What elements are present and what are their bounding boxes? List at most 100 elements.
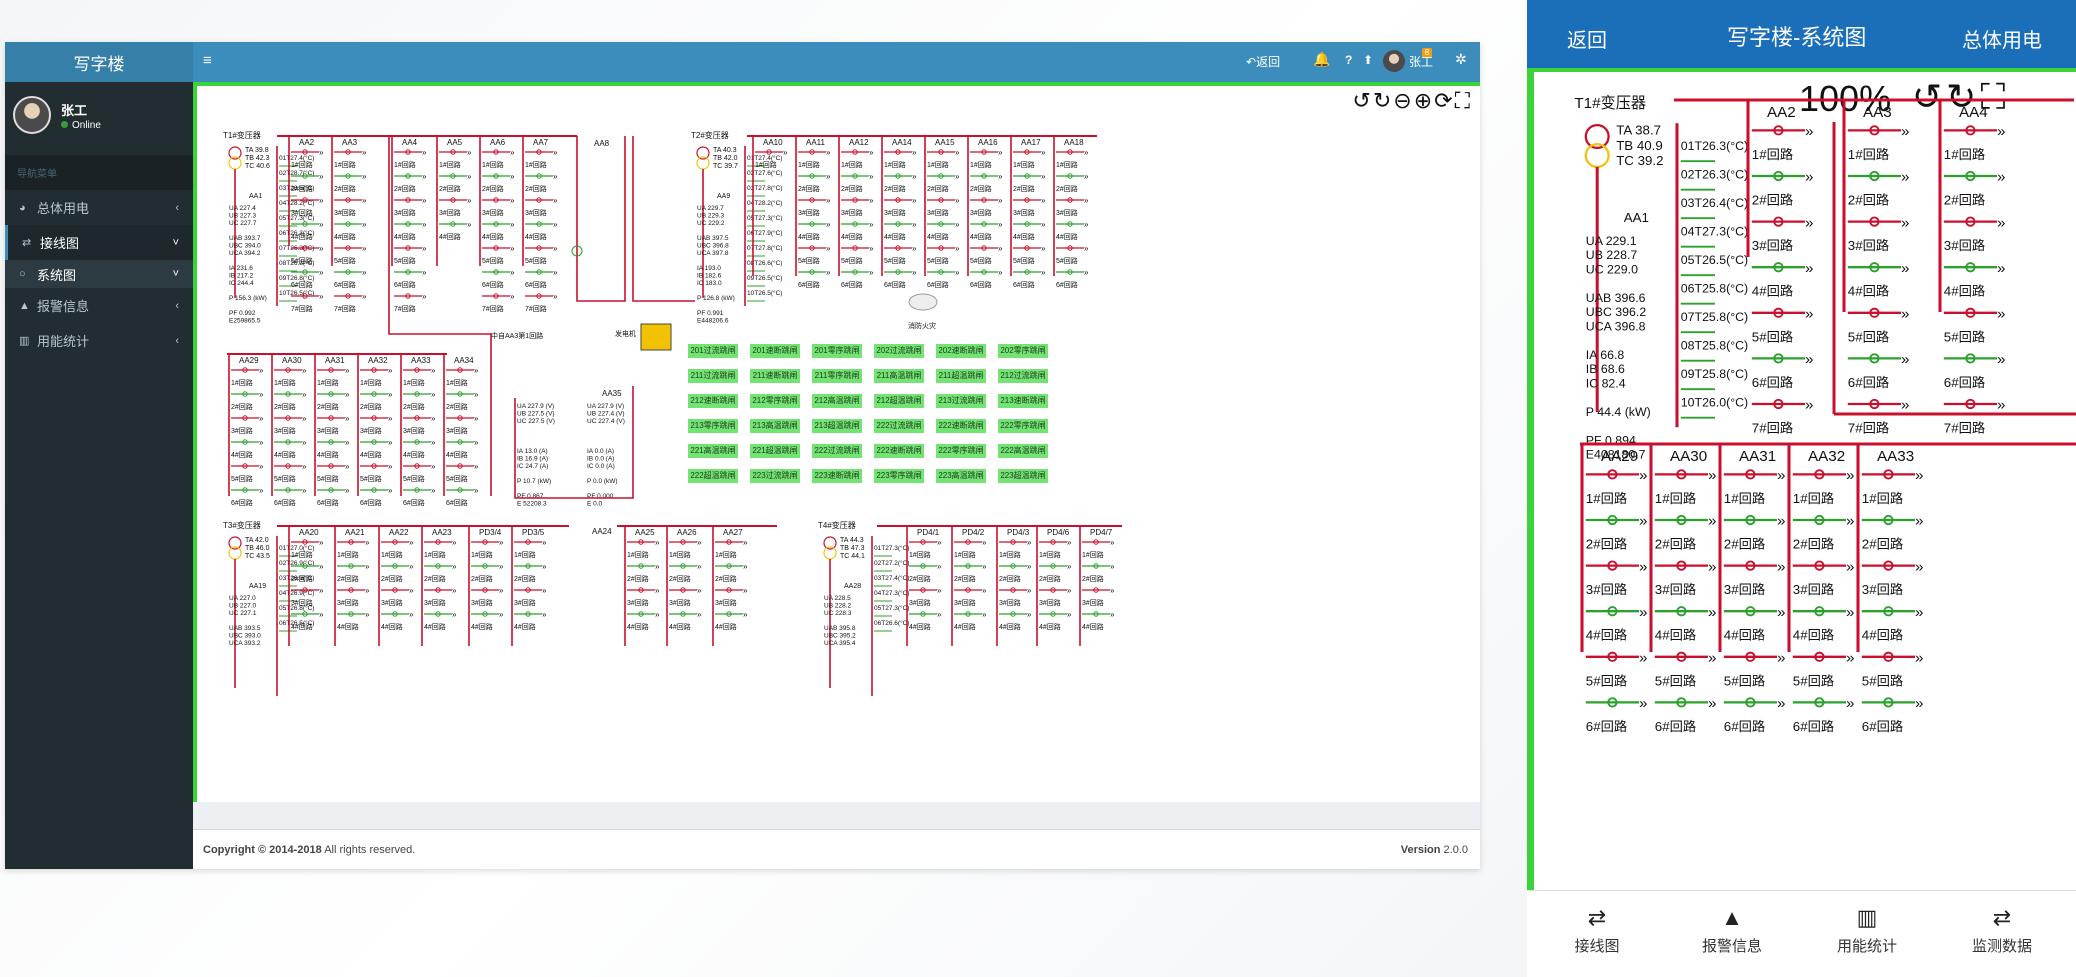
circuit-label: 3#回路 (274, 426, 296, 435)
arrow-icon: » (1901, 169, 1909, 186)
switch-node (405, 197, 411, 203)
circuit-label: 1#回路 (1039, 550, 1061, 559)
circuit-label: 2#回路 (1793, 537, 1834, 552)
breaker-status[interactable]: 202过流跳闸 (874, 344, 924, 358)
breaker-status[interactable]: 212过流跳闸 (998, 369, 1048, 383)
switch-node (1024, 149, 1030, 155)
breaker-status[interactable]: 211速断跳闸 (750, 369, 800, 383)
circuit-label: 2#回路 (1944, 193, 1985, 208)
circuit-label: 1#回路 (360, 378, 382, 387)
circuit-label: 4#回路 (1586, 628, 1627, 643)
sidebar-item-wiring[interactable]: ⇄ 接线图 ˅ (5, 225, 193, 260)
breaker-status[interactable]: 222过流跳闸 (812, 444, 862, 458)
menu-toggle-icon[interactable]: ≡ (203, 52, 212, 69)
fit-screen-icon[interactable]: ⛶ (1454, 88, 1472, 113)
breaker-status[interactable]: 221高温跳闸 (688, 444, 738, 458)
rotate-left-icon[interactable]: ↺ (1352, 88, 1373, 113)
measurement: UBC 396.8 (697, 243, 729, 250)
arrow-icon: » (1997, 214, 2005, 231)
sidebar-item-system[interactable]: ○ 系统图 ˅ (5, 260, 193, 288)
arrow-icon: » (474, 414, 479, 423)
arrow-icon: » (1041, 268, 1046, 277)
breaker-status[interactable]: 223零序跳闸 (874, 469, 924, 483)
breaker-status[interactable]: 202速断跳闸 (936, 344, 986, 358)
breaker-status[interactable]: 201零序跳闸 (812, 344, 862, 358)
breaker-status[interactable]: 211超温跳闸 (936, 369, 986, 383)
breaker-status[interactable]: 222超温跳闸 (688, 469, 738, 483)
breaker-status[interactable]: 212速断跳闸 (688, 394, 738, 408)
mobile-overall-power-button[interactable]: 总体用电 (1962, 30, 2042, 52)
breaker-status[interactable]: 201过流跳闸 (688, 344, 738, 358)
breaker-status[interactable]: 222高温跳闸 (998, 444, 1048, 458)
switch-node (1093, 563, 1099, 569)
refresh-icon[interactable]: ⟳ (1434, 88, 1455, 113)
breaker-status[interactable]: 212超温跳闸 (874, 394, 924, 408)
breaker-status[interactable]: 222速断跳闸 (936, 419, 986, 433)
circuit-label: 4#回路 (424, 622, 446, 631)
switch-node (1814, 560, 1825, 571)
breaker-status[interactable]: 213超温跳闸 (812, 419, 862, 433)
breaker-status[interactable]: 221超温跳闸 (750, 444, 800, 458)
measurement: UB 228.2 (824, 603, 851, 610)
breaker-status[interactable]: 223高温跳闸 (936, 469, 986, 483)
gear-icon[interactable]: ✲ (1455, 51, 1467, 67)
rotate-right-icon[interactable]: ↻ (1946, 76, 1981, 117)
switch-node (938, 149, 944, 155)
arrow-icon: » (912, 148, 917, 157)
breaker-status[interactable]: 223速断跳闸 (812, 469, 862, 483)
breaker-status[interactable]: 222过流跳闸 (874, 419, 924, 433)
breaker-status[interactable]: 211高温跳闸 (874, 369, 924, 383)
switch-node (852, 173, 858, 179)
switch-node (345, 293, 351, 299)
rotate-left-icon[interactable]: ↺ (1912, 76, 1947, 117)
breaker-status[interactable]: 213高温跳闸 (750, 419, 800, 433)
switch-node (371, 391, 377, 397)
temp-a: TA 44.3 (840, 537, 864, 544)
temperature-reading: 06T26.5(°C) (279, 619, 314, 627)
measurement: UAB 393.7 (229, 235, 261, 242)
circuit-label: 1#回路 (482, 160, 504, 169)
sidebar-item-energy-stats[interactable]: ▥ 用能统计 ‹ (5, 323, 193, 358)
top-user-name[interactable]: 张工 (1409, 55, 1434, 69)
breaker-status[interactable]: 222速断跳闸 (874, 444, 924, 458)
zoom-out-icon[interactable]: ⊖ (1393, 88, 1414, 113)
sidebar-item-overall-power[interactable]: ◕ 总体用电 ‹ (5, 190, 193, 225)
breaker-status[interactable]: 212高温跳闸 (812, 394, 862, 408)
brand-logo[interactable]: 写字楼 (5, 42, 193, 82)
bell-icon[interactable]: 🔔 (1313, 51, 1331, 67)
breaker-status[interactable]: 222零序跳闸 (998, 419, 1048, 433)
circuit-label: 1#回路 (715, 550, 737, 559)
pin-icon[interactable]: ⬆ (1363, 53, 1374, 67)
zoom-in-icon[interactable]: ⊕ (1413, 88, 1435, 113)
switch-node (1745, 560, 1756, 571)
breaker-status[interactable]: 212零序跳闸 (750, 394, 800, 408)
tab-wiring[interactable]: ⇄接线图 (1547, 905, 1647, 956)
breaker-status[interactable]: 223超温跳闸 (998, 469, 1048, 483)
help-icon[interactable]: ? (1345, 53, 1353, 67)
measurement: UC 227.1 (229, 610, 257, 617)
breaker-status[interactable]: 211零序跳闸 (812, 369, 862, 383)
fit-screen-icon[interactable]: ⛶ (1980, 76, 2010, 117)
arrow-icon: » (362, 268, 367, 277)
tab-monitoring[interactable]: ⇄监测数据 (1952, 905, 2052, 956)
back-button[interactable]: ↶返回 (1246, 55, 1281, 69)
breaker-status[interactable]: 222零序跳闸 (936, 444, 986, 458)
breaker-status[interactable]: 213过流跳闸 (936, 394, 986, 408)
arrow-icon: » (345, 438, 350, 447)
tab-label: 用能统计 (1836, 938, 1897, 955)
breaker-status[interactable]: 213速断跳闸 (998, 394, 1048, 408)
tab-energy-stats[interactable]: ▥用能统计 (1817, 905, 1917, 956)
breaker-status[interactable]: 211过流跳闸 (688, 369, 738, 383)
breaker-status[interactable]: 213零序跳闸 (688, 419, 738, 433)
breaker-status[interactable]: 201速断跳闸 (750, 344, 800, 358)
breaker-status[interactable]: 223过流跳闸 (750, 469, 800, 483)
breaker-status[interactable]: 202零序跳闸 (998, 344, 1048, 358)
sidebar-item-alarms[interactable]: ▲ 报警信息 ‹ (5, 288, 193, 323)
arrow-icon: » (1901, 397, 1909, 414)
circuit-label: 6#回路 (1944, 375, 1985, 390)
mobile-back-button[interactable]: 返回 (1567, 30, 1607, 52)
avatar[interactable] (1383, 50, 1405, 72)
tab-alarms[interactable]: ▲报警信息 (1682, 905, 1782, 956)
switch-node (525, 539, 531, 545)
rotate-right-icon[interactable]: ↻ (1372, 88, 1394, 113)
